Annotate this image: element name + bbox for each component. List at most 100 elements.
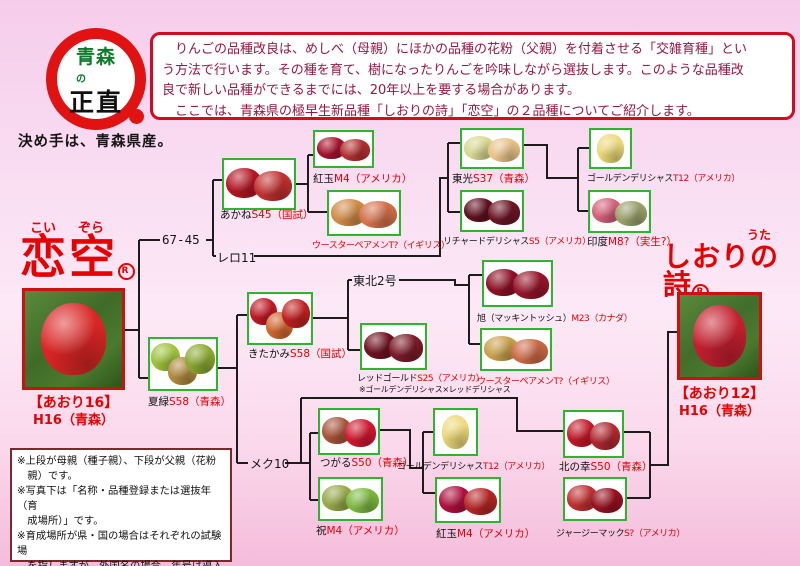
apple-illustration [316, 137, 347, 160]
apple-illustration [184, 344, 215, 374]
variety-code: S?（アメリカ） [624, 529, 686, 539]
apple-photo-golden1 [589, 128, 632, 169]
apple-photo-redgold [360, 323, 427, 370]
node-label-redgold: レッドゴールドS25（アメリカ） [357, 371, 485, 384]
node-label-indo: 印度M8?（実生?） [587, 234, 677, 249]
node-label-toko: 東光S37（青森） [452, 171, 535, 186]
node-label-kitakami: きたかみS58（国試） [248, 346, 352, 361]
apple-illustration [512, 271, 549, 299]
apple-illustration [487, 200, 521, 225]
variety-code: S25（アメリカ） [417, 374, 485, 384]
node-label-iwai: 祝M4（アメリカ） [316, 523, 405, 538]
variety-code: M8?（実生?） [608, 236, 677, 248]
variety-name: つがる [320, 457, 352, 469]
logo-no-text: の [76, 74, 86, 85]
apple-photo-jerseymac [563, 477, 627, 521]
variety-code: S50（青森） [351, 457, 414, 469]
intro-text-box: りんごの品種改良は、めしべ（母親）にほかの品種の花粉（父親）を付着させる「交雑育… [150, 32, 795, 120]
node-label-worcester2: ウースターペアメンT?（イギリス） [477, 374, 615, 387]
logo-ring-icon [46, 28, 146, 130]
apple-illustration [359, 201, 397, 229]
node-label-natsumidori: 夏緑S58（青森） [148, 394, 231, 409]
apple-photo-worcester2 [480, 328, 552, 371]
koizora-caption: 【あおり16】 [28, 395, 119, 411]
apple-illustration [463, 135, 495, 160]
apple-photo-golden2 [433, 408, 478, 456]
variety-name: 夏緑 [148, 396, 169, 408]
apple-illustration [254, 170, 292, 202]
variety-name: 祝 [316, 525, 327, 537]
koizora-photo [22, 288, 125, 390]
variety-name: ジャージーマック [556, 529, 625, 539]
apple-photo-worcester1 [327, 190, 401, 236]
variety-name: ゴールデンデリシャス [587, 174, 674, 184]
apple-photo-richard [460, 190, 524, 232]
variety-code: T12（アメリカ） [483, 462, 550, 472]
registered-mark-icon: R [118, 263, 135, 280]
variety-name: あかね [220, 209, 252, 221]
node-label-tsugaru: つがるS50（青森） [320, 455, 414, 470]
apple-photo-iwai [318, 477, 383, 521]
line-label-tohoku2: 東北2号 [353, 274, 397, 288]
node-label-asahi: 旭（マッキントッシュ）M23（カナダ） [477, 311, 633, 324]
apple-illustration [344, 419, 377, 447]
apple-illustration [389, 334, 424, 362]
variety-code: ウースターペアメンT?（イギリス） [312, 241, 450, 251]
variety-code: S37（青森） [473, 173, 536, 185]
node-label-golden2: ゴールデンデリシャスT12（アメリカ） [397, 459, 550, 472]
line-label-meku10: メク10 [250, 457, 290, 471]
node-label-kitanosachi: 北の幸S50（青森） [559, 459, 653, 474]
variety-name: レッドゴールド [357, 374, 418, 384]
koizora-furigana-zora: ぞら [78, 221, 105, 236]
shiori-year: H16（青森） [679, 404, 760, 419]
apple-illustration [249, 297, 277, 326]
notes-text: ※上段が母親（種子親）、下段が父親（花粉 親）です。 ※写真下は「名称・品種登録… [17, 455, 223, 566]
logo-brush-tail-icon [129, 109, 144, 124]
apple-illustration [339, 139, 371, 162]
apple-illustration [615, 200, 648, 226]
variety-name: 北の幸 [559, 461, 591, 473]
node-sublabel-redgold: ※ゴールデンデリシャス×レッドデリシャス [359, 385, 511, 394]
logo-top-text: 青森 [75, 46, 116, 68]
line-label-rero11: レロ11 [217, 251, 257, 265]
node-label-golden1: ゴールデンデリシャスT12（アメリカ） [587, 171, 740, 184]
variety-name: きたかみ [248, 348, 290, 360]
variety-name: 紅玉 [313, 173, 334, 185]
apple-photo-asahi [482, 260, 553, 307]
line-label-67-45: 67-45 [162, 232, 200, 247]
apple-photo-kitanosachi [563, 410, 624, 458]
variety-code: M4（アメリカ） [326, 525, 405, 537]
apple-illustration [589, 421, 621, 450]
variety-code: S45（国試） [251, 209, 314, 221]
variety-name: 印度 [587, 236, 608, 248]
apple-illustration [441, 415, 470, 449]
apple-illustration [511, 338, 548, 364]
apple-illustration [590, 487, 624, 514]
variety-name: リチャードデリシャス [443, 237, 529, 247]
apple-illustration [487, 138, 521, 162]
apple-illustration [40, 302, 107, 376]
variety-code: M4（アメリカ） [457, 528, 536, 540]
apple-photo-tsugaru [318, 408, 380, 455]
aomori-shojiki-logo: 青森 の 正直 [46, 28, 146, 130]
variety-code: S58（青森） [169, 396, 232, 408]
apple-illustration [463, 488, 498, 516]
variety-name: ゴールデンデリシャス [397, 462, 484, 472]
node-label-akane: あかねS45（国試） [220, 207, 314, 222]
apple-illustration [346, 487, 380, 514]
shiori-photo [677, 292, 762, 380]
tagline: 決め手は、青森県産。 [18, 133, 173, 150]
notes-box: ※上段が母親（種子親）、下段が父親（花粉 親）です。 ※写真下は「名称・品種登録… [10, 448, 232, 566]
apple-photo-natsumidori [148, 337, 218, 391]
koizora-year: H16（青森） [33, 413, 114, 428]
node-label-jerseymac: ジャージーマックS?（アメリカ） [556, 526, 685, 539]
apple-photo-indo [588, 190, 651, 233]
variety-code: S5（アメリカ） [528, 237, 591, 247]
shiori-furigana: うた [747, 228, 772, 242]
apple-photo-kitakami [247, 292, 313, 345]
intro-text: りんごの品種改良は、めしべ（母親）にほかの品種の花粉（父親）を付着させる「交雑育… [162, 42, 748, 119]
variety-name: 紅玉 [436, 528, 457, 540]
